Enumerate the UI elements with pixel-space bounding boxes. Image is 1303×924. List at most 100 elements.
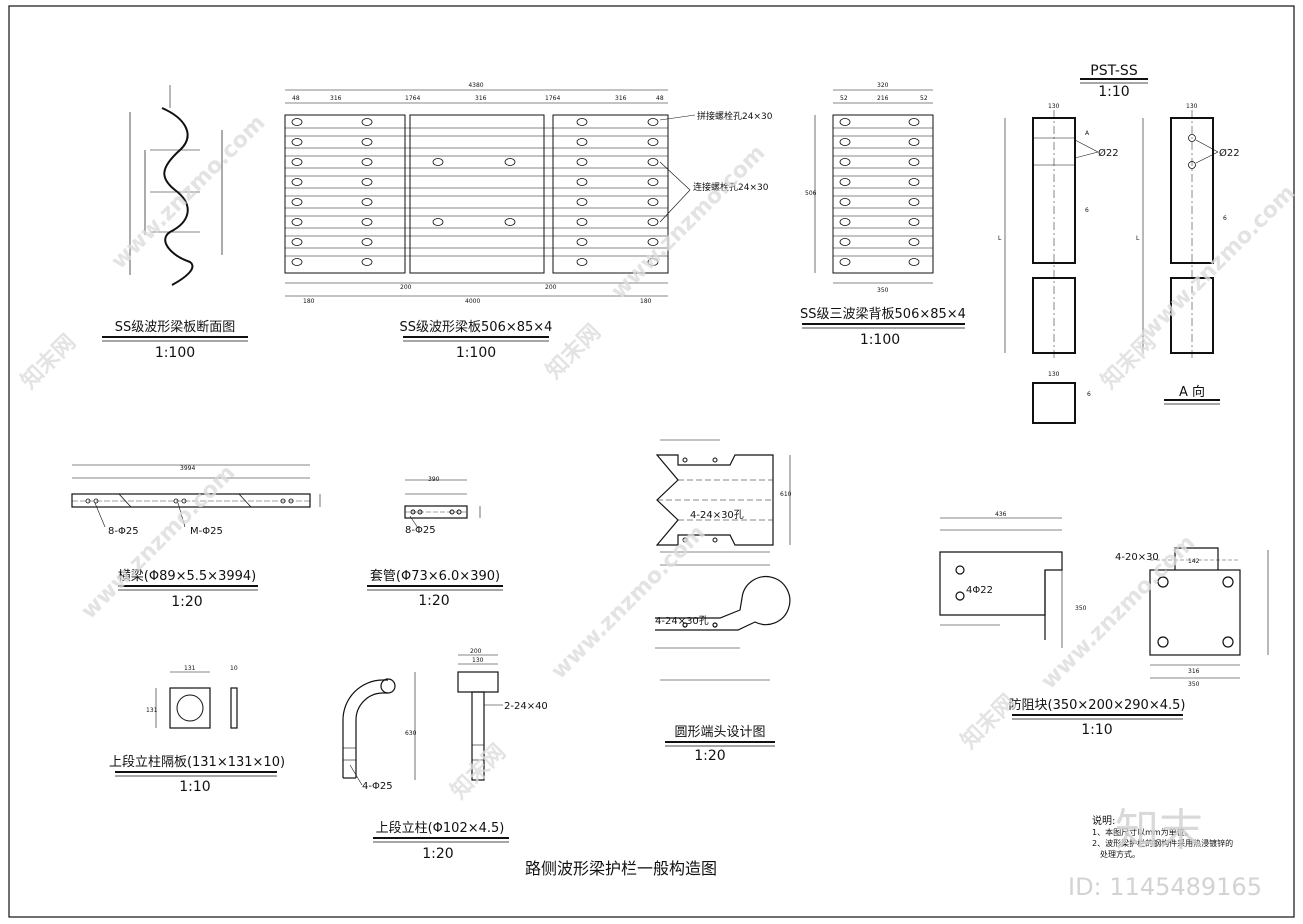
section-profile — [129, 85, 223, 286]
bolt-hole — [647, 158, 659, 166]
bolt-hole — [291, 118, 303, 126]
round-end-side — [655, 576, 791, 681]
svg-text:610: 610 — [780, 491, 792, 498]
bolt-hole — [839, 198, 851, 206]
watermark-site-5: www.znzmo.com — [547, 520, 711, 684]
bolt-hole — [504, 158, 516, 166]
svg-text:Ø22: Ø22 — [1098, 147, 1119, 159]
bolt-hole — [432, 218, 444, 226]
callout-connect: 连接螺栓孔24×30 — [693, 181, 769, 193]
bolt-hole — [647, 218, 659, 226]
bolt-hole — [908, 218, 920, 226]
svg-text:3994: 3994 — [180, 465, 195, 472]
watermark-site-3: www.znzmo.com — [1137, 180, 1301, 344]
beam-plate-label: SS级波形梁板506×85×4 — [400, 320, 553, 335]
svg-text:A: A — [1085, 130, 1090, 137]
bolt-hole — [432, 158, 444, 166]
post-side-view — [1142, 110, 1219, 360]
svg-text:142: 142 — [1188, 558, 1200, 565]
bolt-hole — [647, 138, 659, 146]
bolt-hole — [361, 258, 373, 266]
round-end-plan — [655, 439, 791, 566]
svg-text:L: L — [1136, 235, 1140, 242]
sleeve-drawing — [404, 479, 481, 529]
svg-text:L: L — [998, 235, 1002, 242]
watermark-brand-4: 知末网 — [446, 739, 511, 804]
svg-text:4000: 4000 — [465, 298, 480, 305]
bolt-hole — [576, 138, 588, 146]
bolt-hole — [647, 118, 659, 126]
sleeve-label: 套管(Φ73×6.0×390) — [370, 568, 500, 584]
bolt-hole — [291, 218, 303, 226]
back-plate-label: SS级三波梁背板506×85×4 — [800, 307, 966, 322]
svg-text:130: 130 — [1048, 103, 1060, 110]
watermark-brand-1: 知末网 — [16, 329, 81, 394]
block-drawing — [939, 517, 1269, 679]
bolt-hole — [839, 258, 851, 266]
crossbeam-hole — [173, 498, 179, 504]
upper-post-drawing — [342, 654, 503, 786]
bolt-hole — [576, 258, 588, 266]
svg-text:630: 630 — [405, 730, 417, 737]
svg-text:180: 180 — [303, 298, 315, 305]
svg-text:200: 200 — [400, 284, 412, 291]
upper-post-slot: 2-24×40 — [504, 701, 548, 712]
bolt-hole — [576, 218, 588, 226]
bolt-hole — [908, 118, 920, 126]
bolt-hole — [908, 238, 920, 246]
post-title: PST-SS — [1090, 63, 1138, 79]
svg-text:6: 6 — [1085, 207, 1089, 214]
bolt-hole — [908, 198, 920, 206]
break-line — [238, 493, 252, 508]
post-scale: 1:10 — [1098, 84, 1129, 100]
svg-text:6: 6 — [1223, 215, 1227, 222]
bolt-hole — [291, 238, 303, 246]
bolt-hole — [361, 158, 373, 166]
watermark-id: ID: 1145489165 — [1068, 873, 1262, 901]
bolt-hole — [647, 198, 659, 206]
spacer-label: 上段立柱隔板(131×131×10) — [109, 755, 285, 770]
svg-text:200: 200 — [545, 284, 557, 291]
svg-text:4380: 4380 — [468, 82, 483, 89]
bolt-hole — [361, 198, 373, 206]
crossbeam-hole — [85, 498, 91, 504]
svg-text:130: 130 — [1186, 103, 1198, 110]
section-label: SS级波形梁板断面图 — [115, 320, 236, 335]
bolt-hole — [291, 178, 303, 186]
callout-splice: 拼接螺栓孔24×30 — [697, 110, 773, 122]
bolt-hole — [291, 258, 303, 266]
bolt-hole — [908, 158, 920, 166]
bolt-hole — [361, 138, 373, 146]
post-front-view — [1004, 110, 1099, 424]
watermark-site-2: www.znzmo.com — [607, 140, 771, 304]
bolt-hole — [504, 218, 516, 226]
crossbeam-scale: 1:20 — [171, 594, 202, 610]
svg-text:52: 52 — [920, 95, 928, 102]
bolt-hole — [839, 178, 851, 186]
svg-text:48: 48 — [292, 95, 300, 102]
beam-plate-scale: 1:100 — [456, 345, 496, 361]
block-label: 防阻块(350×200×290×4.5) — [1009, 697, 1186, 713]
crossbeam-hole — [93, 498, 99, 504]
watermark-logo: 知末 — [1115, 805, 1203, 856]
round-end-label: 圆形端头设计图 — [674, 725, 765, 740]
svg-text:180: 180 — [640, 298, 652, 305]
svg-text:48: 48 — [656, 95, 664, 102]
svg-text:130: 130 — [472, 657, 484, 664]
watermark-brand-3: 知末网 — [1096, 329, 1161, 394]
spacer-drawing — [155, 671, 238, 729]
bolt-hole — [361, 218, 373, 226]
bolt-hole — [839, 158, 851, 166]
block-hole-a: 4Φ22 — [966, 585, 993, 596]
watermark-site-4: www.znzmo.com — [77, 460, 241, 624]
svg-text:436: 436 — [995, 511, 1007, 518]
svg-text:350: 350 — [1075, 605, 1087, 612]
svg-text:6: 6 — [1087, 391, 1091, 398]
notes-line-3: 处理方式。 — [1100, 849, 1140, 859]
block-scale: 1:10 — [1081, 722, 1112, 738]
crossbeam-hole — [181, 498, 187, 504]
drawing-title: 路侧波形梁护栏一般构造图 — [525, 859, 717, 878]
bolt-hole — [361, 238, 373, 246]
